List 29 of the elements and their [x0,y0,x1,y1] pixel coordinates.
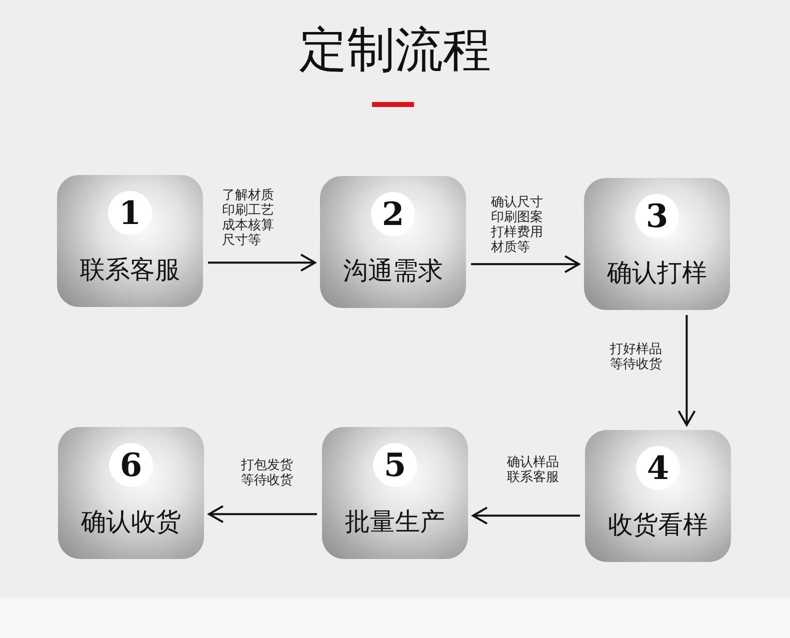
step-card [58,427,204,559]
step-card [585,430,731,562]
step-card [57,175,203,307]
step-card [322,427,468,559]
edge-label: 了解材质印刷工艺成本核算尺寸等 [222,188,275,248]
step-label: 批量生产 [345,507,445,537]
arrow [472,506,580,525]
step-number: 5 [373,443,417,487]
step-number: 6 [109,443,153,487]
edge-label: 确认尺寸印刷图案打样费用材质等 [491,195,544,255]
step-label: 联系客服 [80,255,180,285]
arrow [471,255,580,274]
arrow [208,254,316,272]
arrow [208,505,317,524]
step-label: 确认收货 [81,507,181,537]
step-label: 沟通需求 [343,256,443,286]
step-number: 4 [636,446,680,490]
edge-label: 打好样品等待收货 [610,342,663,372]
step-number: 2 [371,192,415,236]
step-number: 3 [635,194,679,238]
edge-label: 打包发货等待收货 [241,458,294,488]
step-card [320,176,466,308]
step-number: 1 [108,191,152,235]
title: 定制流程 [299,21,491,80]
edge-label: 确认样品联系客服 [507,455,560,485]
step-label: 收货看样 [608,510,708,540]
step-label: 确认打样 [607,258,707,288]
step-card [584,178,730,310]
arrow [678,315,696,426]
